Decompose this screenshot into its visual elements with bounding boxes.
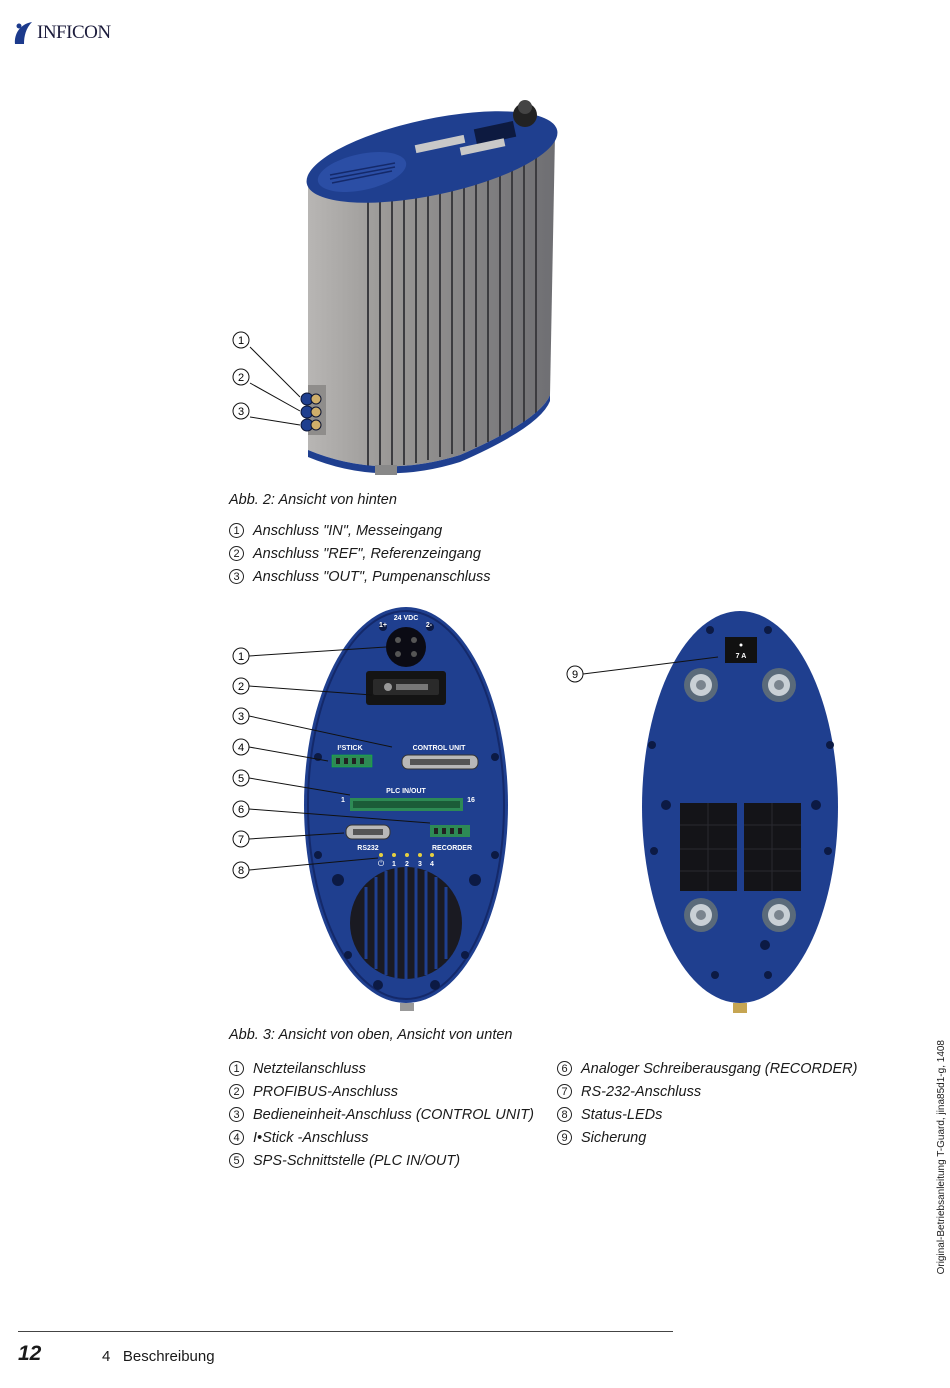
top-view-device: 24 VDC 1+ 2- I²STICK CONTROL UNIT PLC IN… — [304, 607, 508, 1011]
callout-1: 1 — [238, 335, 244, 347]
brand-name: INFICON — [37, 22, 111, 43]
label-istick: I²STICK — [337, 745, 362, 752]
document-reference: Original-Betriebsanleitung T-Guard, jina… — [936, 1040, 947, 1275]
inficon-logo: INFICON — [12, 20, 111, 46]
callout-3: 3 — [238, 711, 244, 723]
callout-4: 4 — [238, 742, 244, 754]
label-plc-start: 1 — [341, 797, 345, 804]
label-plc-end: 16 — [467, 797, 475, 804]
label-recorder: RECORDER — [432, 845, 472, 852]
label-plus: 1+ — [379, 622, 387, 629]
label-plc: PLC IN/OUT — [386, 788, 426, 795]
callout-2: 2 — [238, 372, 244, 384]
housing-body — [308, 135, 555, 467]
figure-2-caption: Abb. 2: Ansicht von hinten — [229, 492, 397, 508]
led-label: 4 — [430, 861, 434, 868]
callout-2: 2 — [238, 681, 244, 693]
label-24vdc: 24 VDC — [394, 615, 419, 622]
label-rs232: RS232 — [357, 845, 379, 852]
callout-1: 1 — [238, 651, 244, 663]
led-label: 3 — [418, 861, 422, 868]
page-number: 12 — [18, 1342, 42, 1365]
fuse-holder — [725, 637, 757, 663]
callout-5: 5 — [238, 773, 244, 785]
label-control-unit: CONTROL UNIT — [413, 745, 466, 752]
rear-ports — [300, 392, 322, 432]
inficon-logo-icon — [14, 22, 32, 44]
led-label: 2 — [405, 861, 409, 868]
callout-7: 7 — [238, 834, 244, 846]
chapter-title: 4 Beschreibung — [102, 1348, 215, 1365]
footer-divider — [18, 1331, 673, 1332]
callout-6: 6 — [238, 804, 244, 816]
callout-8: 8 — [238, 865, 244, 877]
mounting-feet — [684, 668, 796, 932]
callout-3: 3 — [238, 406, 244, 418]
figure-top-bottom-view: 24 VDC 1+ 2- I²STICK CONTROL UNIT PLC IN… — [232, 607, 838, 1013]
label-minus: 2- — [426, 622, 433, 629]
figure-rear-view: 1 2 3 — [232, 100, 558, 475]
figure-3-caption: Abb. 3: Ansicht von oben, Ansicht von un… — [229, 1027, 513, 1043]
led-label: 1 — [392, 861, 396, 868]
callout-9: 9 — [572, 669, 578, 681]
power-symbol-icon: ⏻ — [378, 859, 385, 868]
cooling-fins — [367, 148, 537, 467]
label-fuse: 7 A — [736, 653, 747, 660]
bottom-view-device: 7 A — [642, 611, 838, 1013]
